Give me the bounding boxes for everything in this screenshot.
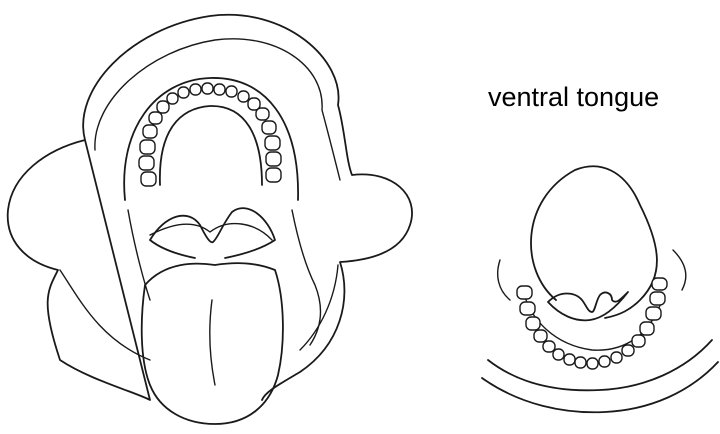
- sublingual-folds: [548, 292, 628, 320]
- upper-tooth: [141, 172, 156, 186]
- upper-tooth: [262, 121, 276, 134]
- upper-tooth: [256, 108, 269, 120]
- lower-tooth: [632, 335, 645, 347]
- lower-tooth: [520, 302, 535, 315]
- lower-tooth: [543, 341, 555, 352]
- lower-tooth: [534, 330, 547, 342]
- lower-tooth: [652, 278, 667, 290]
- right-cheek-line: [673, 250, 686, 290]
- left-cheek-line: [498, 260, 510, 300]
- cavity-floor: [150, 224, 272, 240]
- open-mouth-figure: [8, 15, 412, 424]
- ventral-tongue-figure: [482, 166, 718, 412]
- upper-tooth: [238, 91, 249, 102]
- lower-tooth: [640, 322, 654, 335]
- lower-teeth: [517, 278, 667, 369]
- cavity-right-wall: [292, 210, 320, 345]
- lower-contour: [60, 265, 338, 360]
- upper-tooth: [139, 156, 154, 170]
- upper-tooth: [265, 136, 280, 150]
- lower-tooth: [650, 292, 665, 305]
- upper-tooth: [157, 101, 169, 113]
- lower-tooth: [517, 286, 532, 299]
- upper-tooth: [202, 83, 213, 94]
- upper-tooth: [190, 84, 201, 95]
- upper-tooth: [266, 152, 281, 166]
- upper-tooth: [149, 112, 162, 124]
- lower-tooth: [622, 345, 634, 356]
- upper-tooth: [266, 168, 281, 182]
- ventral-tongue-outline: [531, 166, 657, 318]
- lower-lip: [150, 208, 275, 258]
- lower-tooth: [599, 356, 610, 367]
- upper-tooth: [214, 84, 225, 95]
- lower-tooth: [611, 352, 622, 363]
- tongue-median-groove: [210, 300, 215, 385]
- lower-lip-outer-line: [482, 362, 718, 412]
- upper-tooth: [226, 86, 237, 97]
- lower-tooth: [587, 358, 598, 369]
- lower-tooth: [526, 317, 540, 330]
- upper-tooth: [178, 87, 189, 98]
- upper-tooth: [140, 140, 155, 154]
- upper-tooth: [167, 93, 178, 104]
- upper-tooth: [143, 125, 157, 138]
- palate-arch: [160, 106, 262, 185]
- lower-tooth: [553, 349, 564, 360]
- inner-contour: [95, 39, 340, 180]
- lower-tooth: [646, 307, 661, 320]
- lower-tooth: [575, 357, 586, 368]
- lower-tooth: [564, 354, 575, 365]
- cavity-left-wall: [128, 210, 150, 300]
- view-label: ventral tongue: [488, 82, 659, 112]
